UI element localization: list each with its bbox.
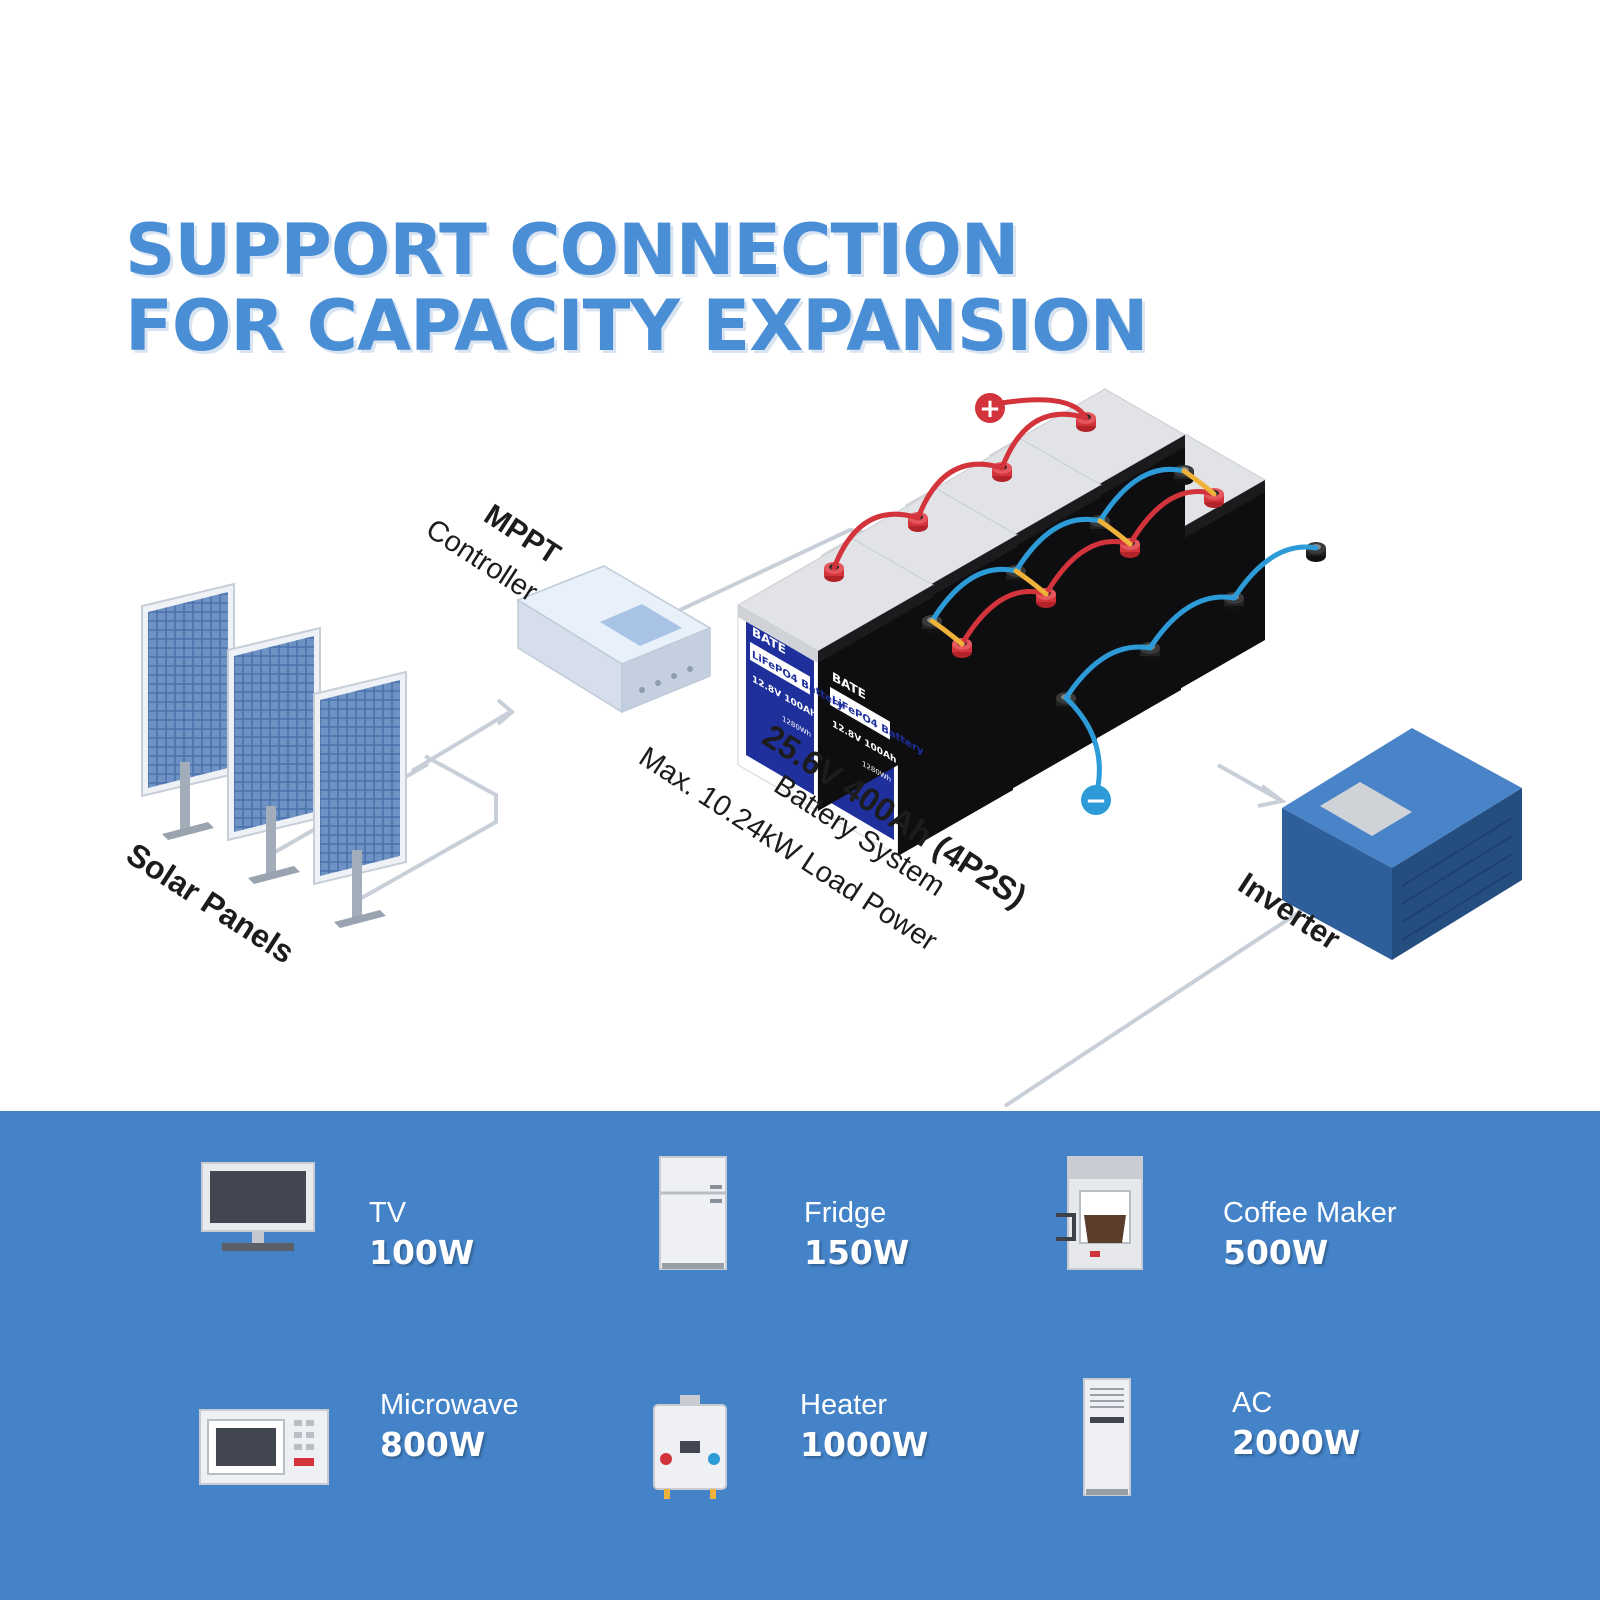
solar-panel-3 xyxy=(313,671,407,929)
appliance-power: 1000W xyxy=(800,1425,929,1464)
negative-terminal-icon: − xyxy=(1081,785,1111,816)
connection-lines xyxy=(269,527,1312,1108)
battery-bank: BATE LiFePO4 Battery 12.8V 100Ah 1280Wh … xyxy=(737,388,1326,857)
water-heater-icon xyxy=(653,1395,727,1499)
inverter-vents xyxy=(1401,817,1513,941)
solar-panel-2 xyxy=(227,627,321,885)
mppt-controller xyxy=(516,565,712,714)
panel-feed-line-3 xyxy=(357,754,498,902)
appliance-name: Coffee Maker xyxy=(1223,1197,1397,1229)
coffee-maker-icon xyxy=(1056,1156,1143,1270)
appliance-power: 2000W xyxy=(1232,1423,1361,1462)
inverter xyxy=(1282,728,1522,960)
air-conditioner-icon xyxy=(1083,1378,1131,1496)
page-headline: SUPPORT CONNECTION FOR CAPACITY EXPANSIO… xyxy=(125,209,1148,367)
appliance-name: Fridge xyxy=(804,1197,887,1229)
svg-text:−: − xyxy=(1085,786,1107,816)
microwave-icon xyxy=(199,1409,329,1485)
flow-arrow-inverter xyxy=(1257,784,1287,808)
headline-line-1: SUPPORT CONNECTION xyxy=(125,209,1019,291)
mppt-indicator-lights xyxy=(639,666,693,693)
appliance-power: 800W xyxy=(380,1425,486,1464)
solar-panel-1 xyxy=(141,583,235,841)
positive-terminal-icon: + xyxy=(975,393,1005,424)
appliance-panel: TV 100W Fridge 150W Coffee Maker 500W xyxy=(0,1111,1600,1600)
series-links xyxy=(929,468,1217,647)
svg-text:+: + xyxy=(979,394,1001,424)
negative-cables xyxy=(929,466,1319,799)
appliance-name: TV xyxy=(369,1197,407,1229)
appliance-name: AC xyxy=(1232,1387,1273,1419)
appliance-power: 500W xyxy=(1223,1233,1329,1272)
tv-icon xyxy=(201,1162,315,1251)
flow-arrow-mppt xyxy=(496,698,516,726)
appliance-power: 150W xyxy=(804,1233,910,1272)
inverter-to-loads-line xyxy=(1003,903,1312,1108)
appliance-power: 100W xyxy=(369,1233,475,1272)
headline-line-2: FOR CAPACITY EXPANSION xyxy=(125,285,1148,367)
fridge-icon xyxy=(659,1156,727,1270)
appliance-name: Microwave xyxy=(380,1389,519,1421)
panel-to-mppt-line xyxy=(410,710,512,773)
positive-cables xyxy=(831,397,1217,647)
appliance-name: Heater xyxy=(800,1389,888,1421)
system-diagram: Solar Panels MPPT Controller BATE LiFePO… xyxy=(120,388,1522,1108)
